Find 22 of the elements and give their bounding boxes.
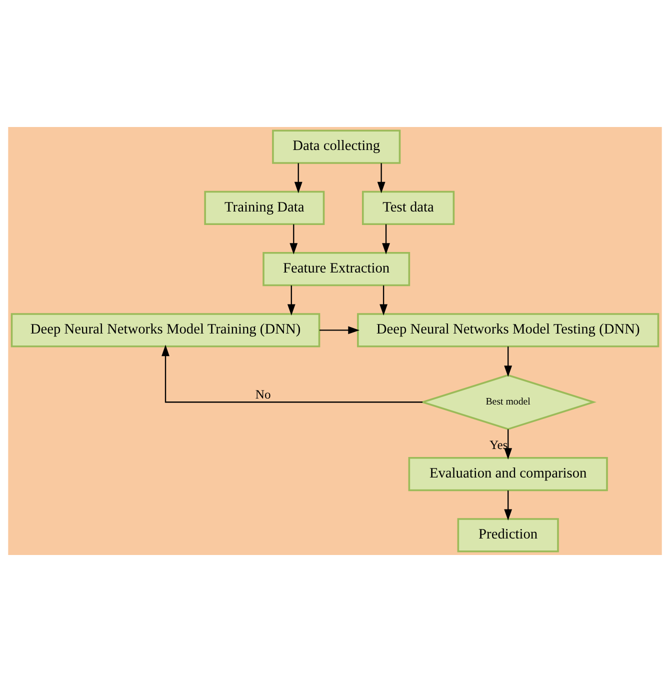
arrow [382,224,390,254]
node-box: Feature Extraction [262,252,410,286]
node-box: Deep Neural Networks Model Training (DNN) [10,313,320,348]
node-box: Training Data [204,190,325,226]
arrow [504,346,512,377]
node-box: Test data [362,190,455,226]
node-box: Deep Neural Networks Model Testing (DNN) [357,313,660,348]
edge-label: No [255,388,271,402]
arrow [290,224,298,254]
node-diamond: Best model [420,374,596,430]
arrow [504,429,512,460]
arrow [162,344,423,403]
arrow [320,326,360,334]
arrow [287,285,296,316]
arrow [504,490,512,521]
node-box: Prediction [457,518,559,552]
edge-label: Yes [489,438,508,452]
arrow [380,285,388,316]
node-box: Data collecting [272,130,401,164]
arrow [377,163,386,194]
node-box: Evaluation and comparison [408,457,608,492]
arrow [294,163,302,194]
